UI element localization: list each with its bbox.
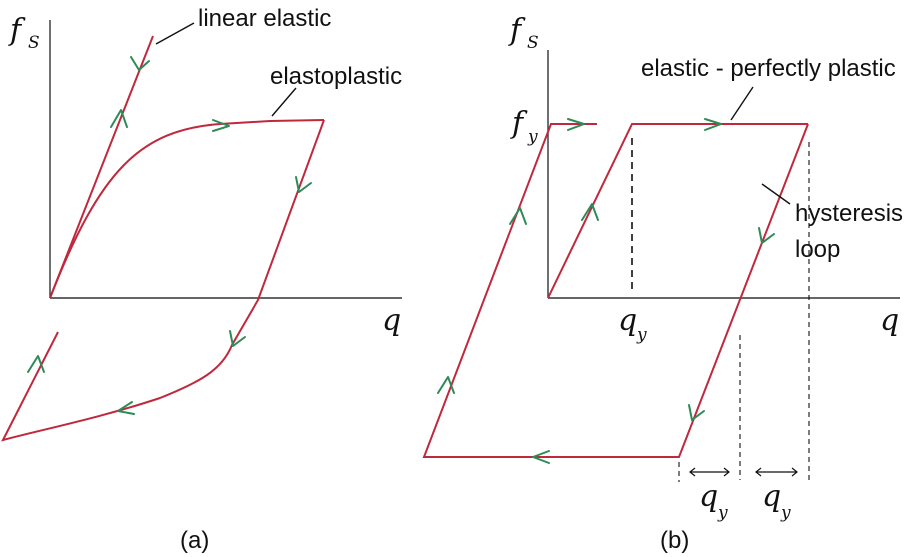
panel-a-y-axis-label: f [8,13,26,48]
arrow-b-bottom-left [532,450,550,464]
label-elastic-perfectly-plastic: elastic - perfectly plastic [641,55,896,82]
label-hysteresis: hysteresis [795,200,903,227]
elastic-perfectly-plastic-initial [547,123,808,299]
qy-subscript: y [636,325,647,345]
qy-label: q [618,303,637,338]
caption-b: (b) [660,527,689,554]
dimension-arrow-right [755,467,798,477]
dimension-arrow-left [689,467,730,477]
fy-subscript: y [527,127,538,147]
arrow-b-top-right [704,118,722,131]
arrow-b-down-1 [758,227,775,244]
arrow-linear-down [130,56,150,71]
dim1-label: q [699,479,718,514]
panel-b-y-axis-label: f [508,13,526,48]
leader-epp [730,86,754,121]
arrow-b-left-up-2 [437,376,455,394]
leader-linear-elastic [155,22,195,45]
panel-b-y-axis-subscript: S [527,33,539,53]
arrow-elastoplastic-reload [27,355,45,373]
arrow-b-top-left-right [567,118,585,131]
elastoplastic-loading-curve [49,119,325,299]
elastoplastic-unloading-curve [1,119,325,442]
arrow-elastoplastic-left [117,401,135,415]
label-linear-elastic: linear elastic [198,5,331,32]
fy-label: f [510,106,528,141]
arrow-elastoplastic-down-1 [295,176,312,193]
arrow-b-down-2 [688,404,705,421]
arrow-b-left-up-1 [509,207,527,225]
arrow-elastoplastic-right [212,119,230,132]
caption-a: (a) [180,527,209,554]
hysteresis-loop-path [422,123,809,458]
dim2-subscript: y [780,503,791,523]
panel-a-x-axis-label: q [382,303,401,338]
dim1-subscript: y [717,503,728,523]
panel-a: f S q linear elastic elastoplastic (a) [1,5,402,554]
panel-b-x-axis-label: q [880,303,899,338]
panel-a-y-axis-subscript: S [28,33,40,53]
arrow-linear-up [110,109,128,128]
leader-hysteresis [761,183,791,205]
dim2-label: q [762,479,781,514]
label-loop: loop [795,236,840,263]
arrow-elastoplastic-down-2 [229,330,246,347]
leader-elastoplastic [271,87,297,117]
arrow-b-initial-up [581,203,599,221]
panel-b: f S q f y q y q y q y [422,13,903,554]
label-elastoplastic: elastoplastic [270,63,402,90]
